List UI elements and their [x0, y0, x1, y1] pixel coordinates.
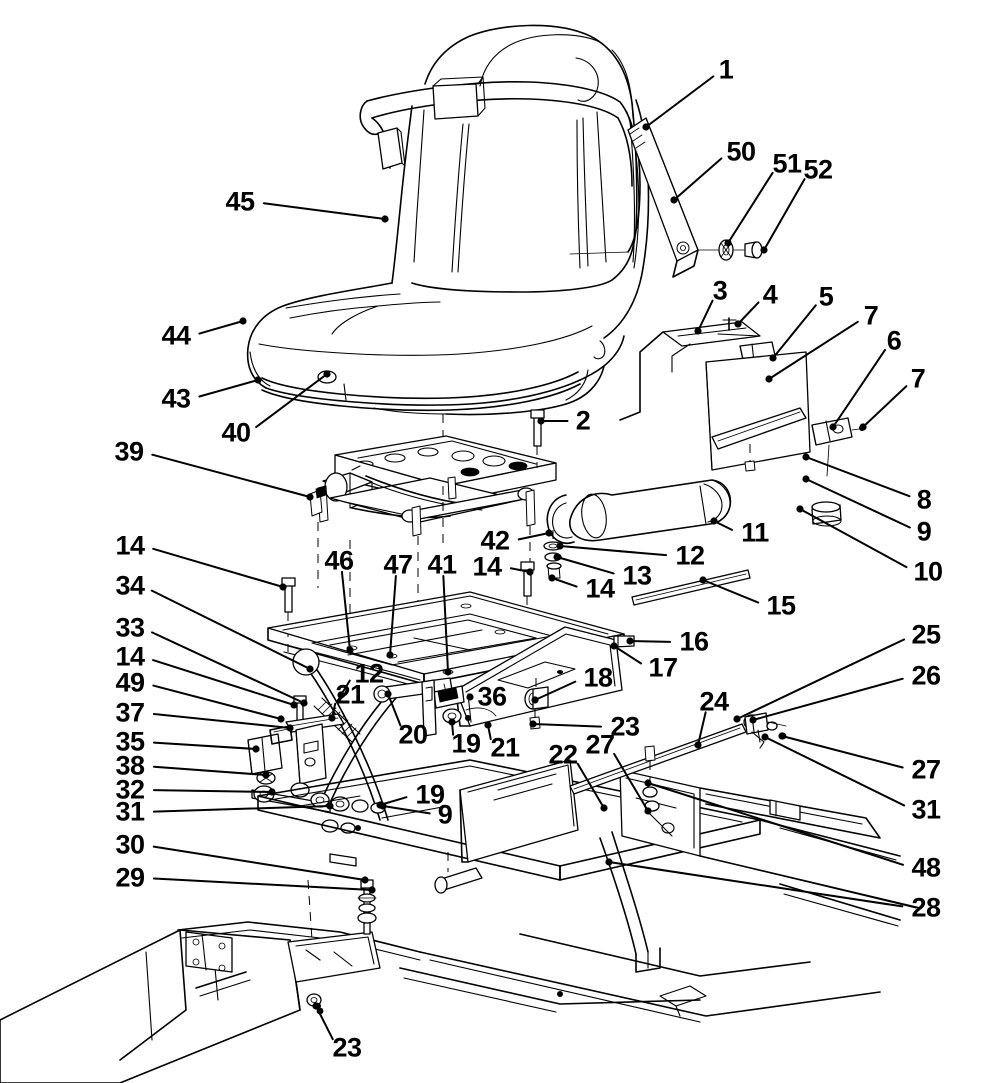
callout-number-32[interactable]: 32	[115, 774, 145, 805]
callout-number-31[interactable]: 31	[911, 794, 941, 825]
callout-number-27[interactable]: 27	[911, 754, 941, 785]
bottom-chassis-fender	[0, 879, 901, 1083]
callout-number-46[interactable]: 46	[324, 545, 354, 576]
callout-number-26[interactable]: 26	[911, 660, 941, 691]
callout-number-13[interactable]: 13	[622, 560, 652, 591]
callout-number-34[interactable]: 34	[115, 570, 145, 601]
callout-number-44[interactable]: 44	[161, 320, 191, 351]
callout-number-5[interactable]: 5	[818, 281, 834, 312]
callout-number-36[interactable]: 36	[477, 681, 507, 712]
callout-number-14[interactable]: 14	[585, 573, 615, 604]
callout-number-27[interactable]: 27	[585, 729, 615, 760]
callout-number-1[interactable]: 1	[718, 54, 734, 85]
callout-number-21[interactable]: 21	[335, 679, 365, 710]
seat-belt	[359, 76, 641, 253]
callout-number-9[interactable]: 9	[916, 516, 932, 547]
callout-number-35[interactable]: 35	[115, 726, 145, 757]
callout-number-23[interactable]: 23	[332, 1032, 362, 1063]
callout-number-25[interactable]: 25	[911, 619, 941, 650]
callout-number-38[interactable]: 38	[115, 750, 145, 781]
callout-number-20[interactable]: 20	[398, 719, 428, 750]
callout-number-39[interactable]: 39	[114, 436, 144, 467]
callout-number-7[interactable]: 7	[863, 300, 879, 331]
callout-number-14[interactable]: 14	[115, 530, 145, 561]
callout-number-19[interactable]: 19	[415, 779, 445, 810]
callout-number-47[interactable]: 47	[383, 549, 413, 580]
callout-number-6[interactable]: 6	[886, 325, 902, 356]
belt-hardware	[697, 239, 763, 261]
seat-back-cushion	[391, 24, 650, 339]
callout-number-8[interactable]: 8	[916, 484, 932, 515]
callout-number-12[interactable]: 12	[354, 658, 384, 689]
callout-number-18[interactable]: 18	[583, 662, 613, 693]
callout-number-48[interactable]: 48	[911, 852, 941, 883]
callout-number-50[interactable]: 50	[726, 136, 756, 167]
callout-number-41[interactable]: 41	[427, 549, 457, 580]
callout-number-49[interactable]: 49	[115, 667, 145, 698]
callout-number-21[interactable]: 21	[490, 732, 520, 763]
callout-number-22[interactable]: 22	[548, 739, 578, 770]
callout-number-14[interactable]: 14	[115, 641, 145, 672]
callout-number-23[interactable]: 23	[610, 711, 640, 742]
callout-number-33[interactable]: 33	[115, 612, 145, 643]
callout-number-45[interactable]: 45	[225, 186, 255, 217]
callout-number-19[interactable]: 19	[451, 728, 481, 759]
callout-number-37[interactable]: 37	[115, 697, 145, 728]
callout-number-11[interactable]: 11	[741, 517, 769, 548]
callout-number-51[interactable]: 51	[772, 148, 802, 179]
rolled-component-11	[546, 479, 732, 544]
callout-number-52[interactable]: 52	[803, 154, 833, 185]
right-bracket-group	[619, 317, 867, 527]
callout-number-14[interactable]: 14	[472, 551, 502, 582]
callout-number-4[interactable]: 4	[762, 279, 778, 310]
callout-number-42[interactable]: 42	[480, 525, 510, 556]
callout-number-7[interactable]: 7	[910, 363, 926, 394]
callout-number-12[interactable]: 12	[675, 540, 705, 571]
callout-number-29[interactable]: 29	[115, 862, 145, 893]
callout-number-40[interactable]: 40	[221, 417, 251, 448]
seat-bottom-cushion	[246, 282, 625, 416]
callout-number-24[interactable]: 24	[699, 686, 729, 717]
callout-number-43[interactable]: 43	[161, 383, 191, 414]
callout-number-28[interactable]: 28	[911, 892, 941, 923]
callout-number-3[interactable]: 3	[712, 275, 728, 306]
callout-number-9[interactable]: 9	[437, 799, 453, 830]
callout-number-30[interactable]: 30	[115, 829, 145, 860]
callout-number-15[interactable]: 15	[766, 590, 796, 621]
callout-number-10[interactable]: 10	[913, 556, 943, 587]
seat-suspension-assembly	[309, 409, 557, 648]
callout-number-16[interactable]: 16	[679, 626, 709, 657]
callout-number-2[interactable]: 2	[575, 405, 591, 436]
callout-number-31[interactable]: 31	[115, 796, 145, 827]
callout-number-17[interactable]: 17	[648, 652, 678, 683]
